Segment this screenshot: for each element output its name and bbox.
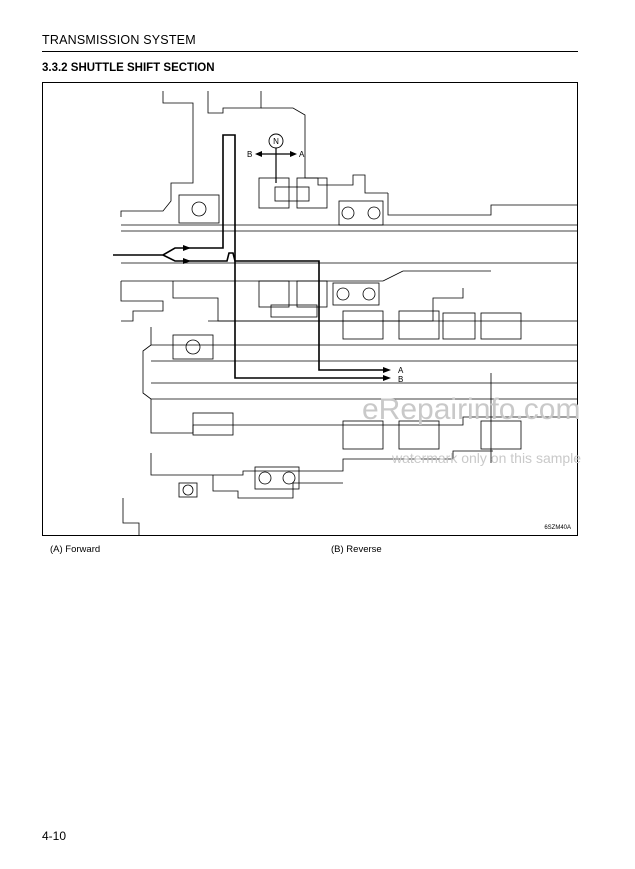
housing-outline xyxy=(120,91,577,535)
power-flow-lines xyxy=(113,134,383,379)
header-rule xyxy=(42,51,578,52)
diagram-drawing: N B A A B xyxy=(113,91,577,535)
reverse-direction-label: B xyxy=(247,150,252,159)
flow-label-b: B xyxy=(398,375,403,384)
legend-forward: (A) Forward xyxy=(50,544,101,555)
neutral-label: N xyxy=(273,137,279,146)
figure-code: 6SZM40A xyxy=(544,525,571,531)
watermark-text: eRepairinfo.com xyxy=(362,393,581,426)
gears-and-bearings xyxy=(172,177,522,498)
flow-label-a: A xyxy=(398,366,404,375)
legend-reverse: (B) Reverse xyxy=(331,544,382,555)
running-header: TRANSMISSION SYSTEM xyxy=(42,33,196,47)
shuttle-shift-diagram: N B A A B 6SZM40A xyxy=(42,82,578,536)
page-number: 4-10 xyxy=(42,829,67,843)
section-title: 3.3.2 SHUTTLE SHIFT SECTION xyxy=(42,62,215,74)
forward-direction-label: A xyxy=(299,150,305,159)
watermark-subtext: watermark only on this sample xyxy=(392,450,582,466)
shift-direction-indicator xyxy=(255,133,297,183)
flow-arrowheads xyxy=(183,245,391,381)
